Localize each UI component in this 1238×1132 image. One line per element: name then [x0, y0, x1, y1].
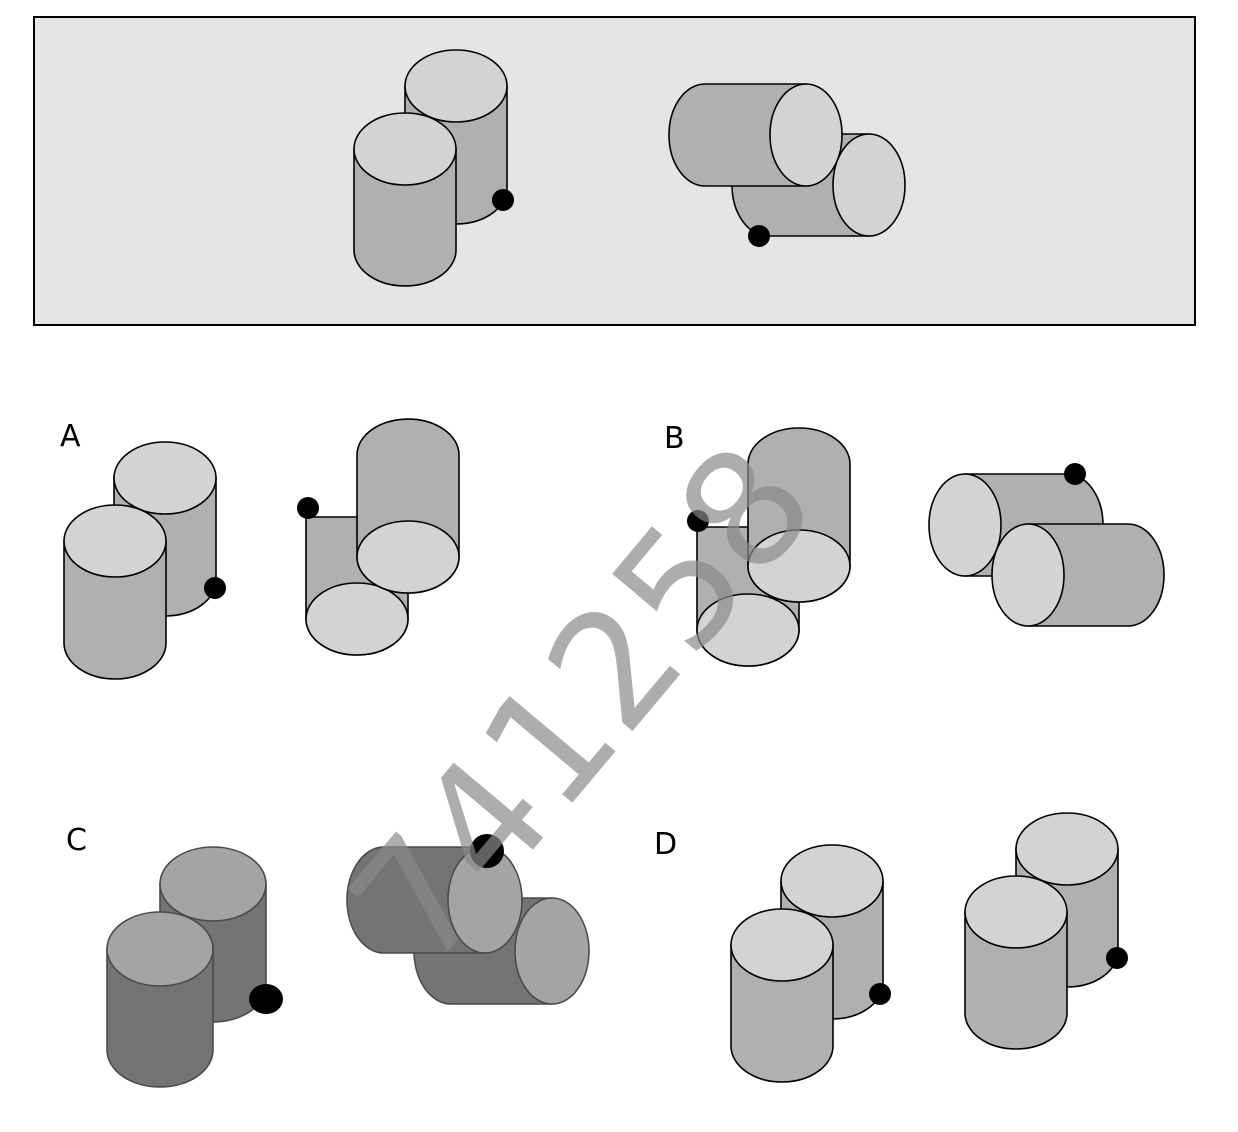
cylinder-back — [305, 516, 409, 656]
option-c-figure-left — [106, 846, 283, 1088]
marker-dot — [249, 984, 283, 1014]
cylinder-body — [106, 948, 214, 1088]
option-d-figure-right — [964, 812, 1128, 1050]
reference-figure-vertical — [353, 49, 514, 287]
option-a-figure-left — [63, 441, 226, 680]
option-c-label: C — [66, 823, 87, 858]
cylinder-body — [1027, 523, 1165, 627]
cylinder-front — [747, 427, 851, 603]
cylinder-front — [730, 908, 834, 1083]
cylinder-end — [928, 473, 1002, 577]
cylinder-bottom — [747, 529, 851, 603]
cylinder-front — [63, 504, 167, 680]
cylinder-top — [964, 875, 1068, 949]
cylinder-body — [346, 846, 486, 954]
marker-dot — [869, 983, 891, 1005]
marker-dot — [297, 497, 319, 519]
cylinder-end — [991, 523, 1065, 627]
option-d-figure-left — [730, 844, 891, 1083]
cylinder-top — [106, 911, 214, 987]
reference-figure-horizontal — [668, 83, 906, 247]
option-a-figure-right — [297, 418, 460, 656]
cylinder-body — [730, 944, 834, 1083]
option-a-label: A — [60, 419, 81, 454]
cylinder-top — [63, 504, 167, 578]
cylinder-end — [832, 133, 906, 237]
cylinder-front — [964, 875, 1068, 1050]
cylinder-body — [63, 540, 167, 680]
cylinder-bottom — [696, 593, 800, 667]
cylinder-top — [1015, 812, 1119, 886]
cylinder-top — [113, 441, 217, 515]
cylinder-end — [514, 897, 590, 1005]
marker-dot — [748, 225, 770, 247]
cylinder-body — [964, 911, 1068, 1050]
cylinder-end — [769, 83, 843, 187]
option-d-label: D — [654, 827, 677, 862]
option-b-figure-left — [687, 427, 851, 667]
marker-dot — [1106, 947, 1128, 969]
marker-dot — [1064, 463, 1086, 485]
cylinder-top — [159, 846, 267, 922]
cylinder-upper — [346, 846, 523, 954]
cylinder-top — [353, 112, 457, 186]
marker-dot — [470, 834, 504, 868]
marker-dot — [204, 577, 226, 599]
cylinder-top — [404, 49, 508, 123]
option-b-label: B — [664, 421, 685, 456]
cylinder-front — [991, 523, 1165, 627]
cylinder-front — [106, 911, 214, 1088]
cylinder-front — [356, 418, 460, 594]
cylinder-upper — [668, 83, 843, 187]
marker-dot — [492, 189, 514, 211]
marker-dot — [687, 510, 709, 532]
cylinder-body — [353, 148, 457, 287]
cylinder-body — [668, 83, 807, 187]
cylinder-front — [353, 112, 457, 287]
cylinder-bottom — [305, 582, 409, 656]
option-b-figure-right — [928, 463, 1165, 627]
cylinder-bottom — [356, 520, 460, 594]
reference-panel — [33, 16, 1196, 326]
option-c-figure-right — [346, 834, 590, 1005]
cylinder-top — [730, 908, 834, 982]
cylinder-top — [780, 844, 884, 918]
